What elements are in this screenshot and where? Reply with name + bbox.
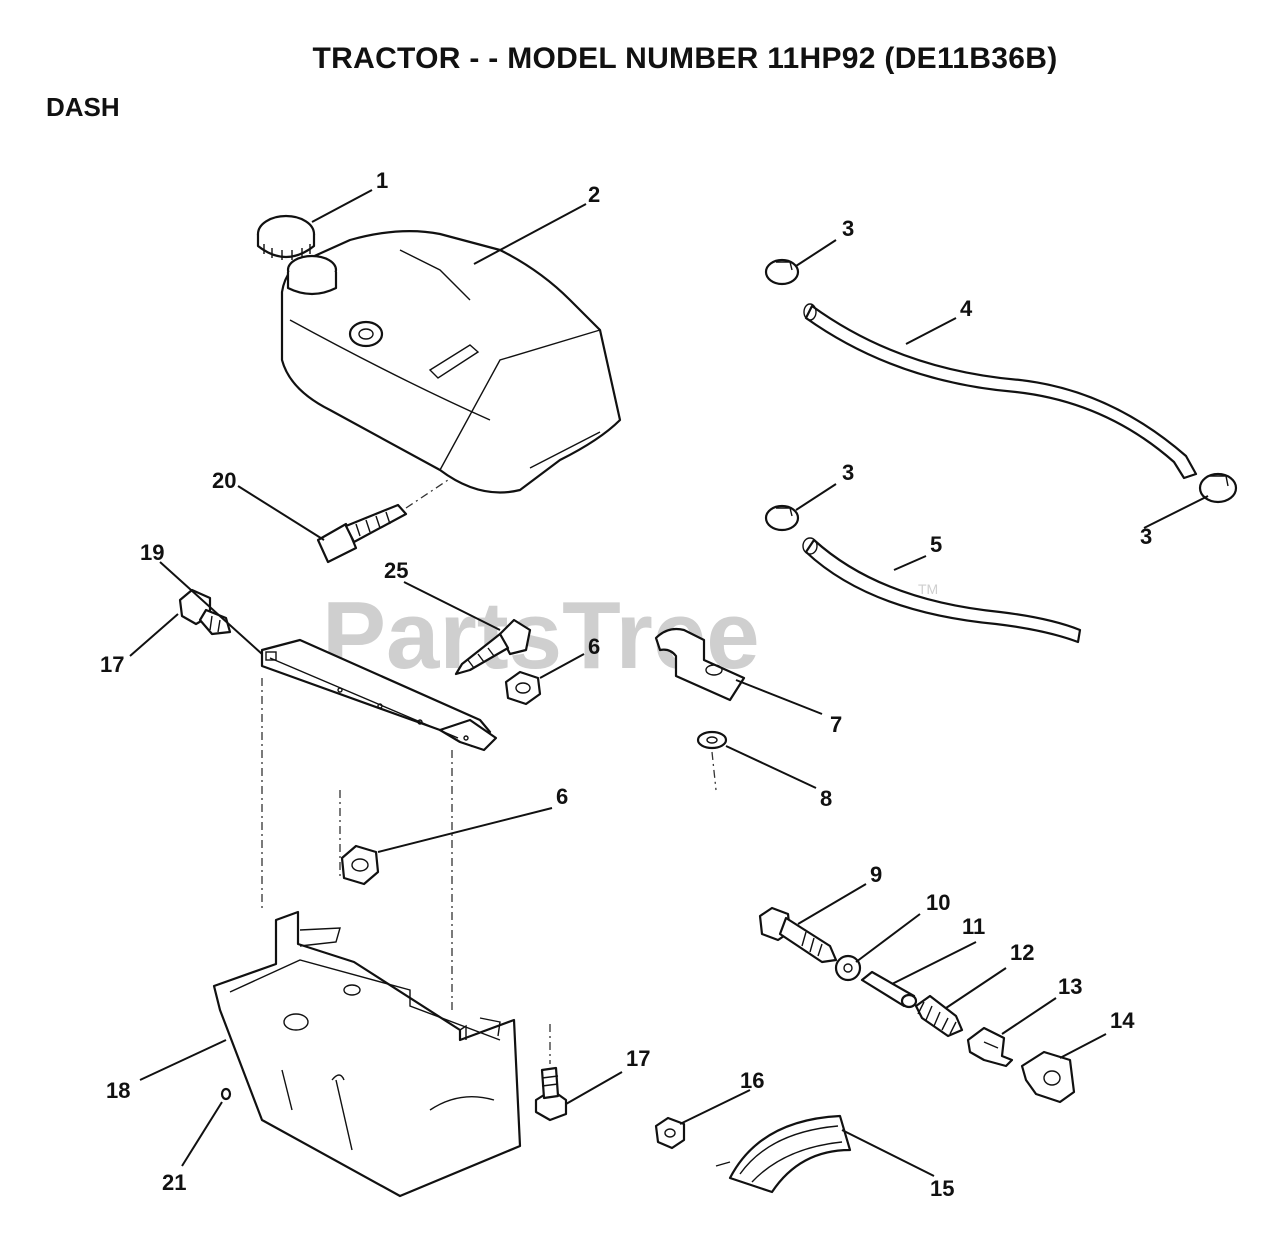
part-washer-10[interactable] (834, 954, 862, 982)
part-nut-upper[interactable] (504, 670, 542, 706)
callout-25: 25 (384, 558, 408, 583)
part-screw-20[interactable] (316, 479, 449, 564)
part-bolt-17-lower[interactable] (534, 1024, 568, 1122)
part-nut-lower[interactable] (340, 844, 380, 886)
callout-6-upper: 6 (588, 634, 600, 659)
part-dash-panel-18[interactable] (212, 910, 522, 1198)
part-washer-8[interactable] (696, 730, 728, 791)
part-pin-21[interactable] (220, 1087, 232, 1101)
callout-21: 21 (162, 1170, 186, 1195)
callout-16: 16 (740, 1068, 764, 1093)
callout-12: 12 (1010, 940, 1034, 965)
part-nut-16[interactable] (654, 1116, 686, 1150)
callout-5: 5 (930, 532, 942, 557)
part-hose-clamp-mid[interactable] (764, 504, 800, 532)
callout-2: 2 (588, 182, 600, 207)
callout-20: 20 (212, 468, 236, 493)
callout-9: 9 (870, 862, 882, 887)
part-fuel-cap[interactable] (256, 214, 316, 260)
diagram-title: TRACTOR - - MODEL NUMBER 11HP92 (DE11B36… (312, 42, 1058, 75)
part-bolt-25[interactable] (454, 618, 532, 676)
callout-8: 8 (820, 786, 832, 811)
part-bracket-13[interactable] (966, 1026, 1014, 1068)
watermark-tm: TM (918, 581, 938, 597)
callout-3-right: 3 (1140, 524, 1152, 549)
part-hose-clamp-right[interactable] (1198, 472, 1238, 504)
part-bolt-17-upper[interactable] (178, 588, 232, 636)
callout-1: 1 (376, 168, 388, 193)
part-spring-12[interactable] (914, 994, 964, 1038)
part-fuel-tank[interactable] (280, 230, 622, 494)
part-bracket-19[interactable] (260, 638, 498, 1010)
part-fuel-line-4[interactable] (803, 303, 1198, 480)
callout-3-top: 3 (842, 216, 854, 241)
leader-lines (129, 189, 1209, 1177)
callout-17-lower: 17 (626, 1046, 650, 1071)
callout-13: 13 (1058, 974, 1082, 999)
callout-7: 7 (830, 712, 842, 737)
callout-19: 19 (140, 540, 164, 565)
callout-3-mid: 3 (842, 460, 854, 485)
callout-6-lower: 6 (556, 784, 568, 809)
callout-11: 11 (962, 914, 985, 939)
callout-14: 14 (1110, 1008, 1135, 1033)
part-clip-14[interactable] (1020, 1050, 1076, 1104)
section-label: DASH (46, 92, 120, 122)
callout-17-upper: 17 (100, 652, 124, 677)
callout-15: 15 (930, 1176, 954, 1201)
part-speed-plate-15[interactable] (715, 1114, 852, 1194)
part-bolt-9[interactable] (758, 906, 838, 964)
callout-4: 4 (960, 296, 973, 321)
part-fuel-line-5[interactable] (802, 537, 1082, 644)
part-clip-7[interactable] (654, 627, 746, 702)
part-hose-clamp-top[interactable] (764, 258, 800, 286)
part-spacer-11[interactable] (860, 970, 918, 1009)
callout-10: 10 (926, 890, 950, 915)
callout-18: 18 (106, 1078, 130, 1103)
